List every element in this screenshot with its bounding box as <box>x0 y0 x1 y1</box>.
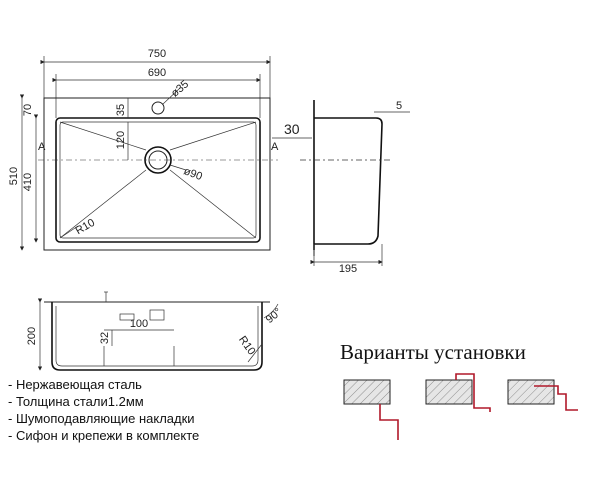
section-profile <box>51 302 263 371</box>
sink-bowl-outline <box>55 117 261 243</box>
sink-outer-rim <box>43 97 271 251</box>
dim-rim-step: 5 <box>396 100 402 112</box>
dim-bottom-step: 32 <box>99 332 111 344</box>
feature-item: - Толщина стали1.2мм <box>8 394 144 409</box>
installation-variant-flush <box>343 379 399 440</box>
top-view: 750 690 ø35 ø90 A A 35 120 <box>8 48 279 251</box>
tap-hole <box>151 101 165 115</box>
dim-bowl-depth: 410 <box>22 173 34 191</box>
dim-rim-height: 30 <box>284 121 300 137</box>
dim-drain-offset: 120 <box>115 131 127 149</box>
dim-bottom-width: 100 <box>130 318 148 330</box>
side-profile <box>314 117 383 245</box>
section-mark-left: A <box>38 141 46 153</box>
side-view: 30 5 195 <box>272 100 410 275</box>
dim-overall-depth: 510 <box>8 167 20 185</box>
dim-angle: 90° <box>264 306 284 326</box>
dim-hole-offset: 35 <box>115 104 127 116</box>
dim-edge-offset: 70 <box>22 104 34 116</box>
dim-hole-diameter: ø35 <box>169 78 191 99</box>
section-view: 100 200 32 R10 90° <box>26 291 284 371</box>
dim-inner-width: 690 <box>148 67 166 79</box>
installation-variants-title: Варианты установки <box>340 340 526 364</box>
installation-variant-undermount <box>507 379 578 411</box>
dim-drain-diameter: ø90 <box>182 165 204 183</box>
dim-bowl-height: 200 <box>26 327 38 345</box>
feature-item: - Нержавеющая сталь <box>8 377 142 392</box>
dim-overall-width: 750 <box>148 48 166 60</box>
feature-list: - Нержавеющая сталь - Толщина стали1.2мм… <box>8 376 199 444</box>
dim-corner-radius-top: R10 <box>74 217 97 237</box>
dim-side-width: 195 <box>339 263 357 275</box>
section-mark-right: A <box>271 141 279 153</box>
installation-variant-overmount <box>425 373 491 412</box>
feature-item: - Сифон и крепежи в комплекте <box>8 428 200 443</box>
feature-item: - Шумоподавляющие накладки <box>8 411 195 426</box>
